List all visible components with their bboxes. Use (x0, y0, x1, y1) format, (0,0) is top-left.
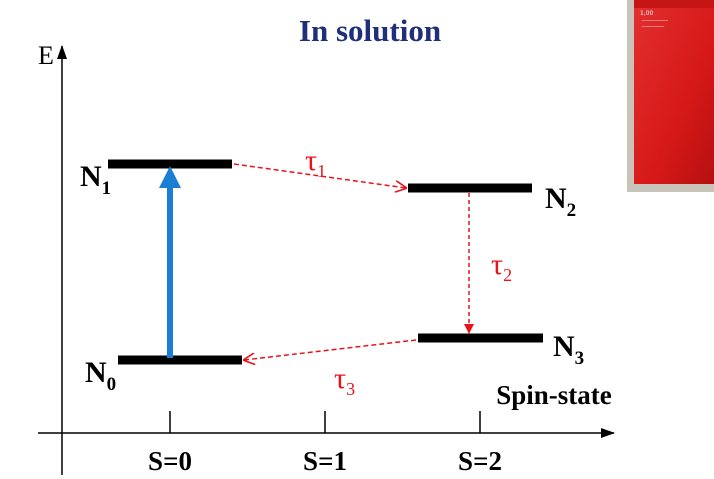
diagram-title: In solution (299, 13, 441, 48)
energy-axis-label: E (38, 41, 54, 70)
spin-state-axis-label: Spin-state (496, 380, 612, 410)
level-label-n2: N2 (545, 182, 576, 221)
level-label-n0: N0 (85, 356, 116, 395)
photo-caption: 1,00 (640, 10, 654, 17)
tau-label-2: τ2 (491, 248, 512, 285)
transition-arrow-n3-n0 (244, 339, 417, 360)
level-label-n3: N3 (553, 330, 584, 369)
tick-label-s1: S=1 (303, 446, 347, 476)
tick-label-s0: S=0 (148, 446, 192, 476)
sample-photo: 1,00 (627, 0, 714, 192)
transition-arrow-n1-n2 (233, 163, 406, 188)
tau-label-3: τ3 (334, 362, 355, 399)
level-label-n1: N1 (80, 160, 111, 199)
tick-label-s2: S=2 (458, 446, 502, 476)
tau-label-1: τ1 (305, 144, 326, 181)
excitation-arrow (159, 166, 181, 358)
